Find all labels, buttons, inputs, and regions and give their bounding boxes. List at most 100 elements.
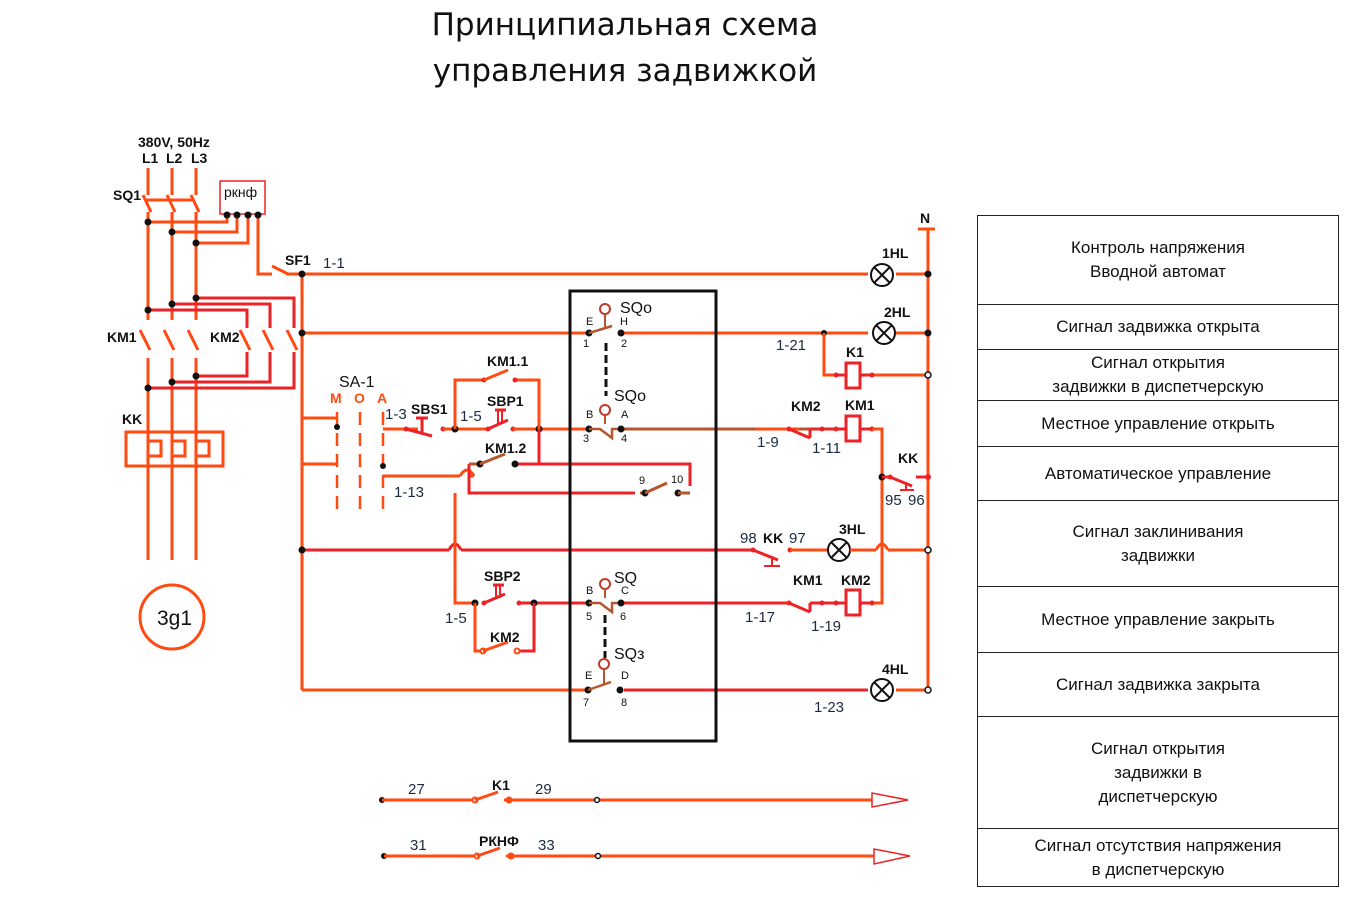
kk-nc-label: KK xyxy=(898,450,918,466)
sa1-selector-switch-icon xyxy=(302,412,386,510)
sq3-label: SQз xyxy=(614,646,644,663)
control-circuit: N 1-1 1HL 1-21 2HL xyxy=(298,210,935,716)
km2-coil-icon xyxy=(844,588,862,617)
legend-row-text: Сигнал заклинивания xyxy=(1072,521,1244,541)
wire-label-1-13: 1-13 xyxy=(394,484,424,501)
sq-close-switch-icon xyxy=(585,578,625,658)
kk-terminal-96: 96 xyxy=(908,492,925,509)
sbp1-start-button-icon xyxy=(485,408,516,432)
legend-row-text: Сигнал отсутствия напряжения xyxy=(1034,835,1282,855)
sqo-bottom-left-letter: B xyxy=(586,409,593,421)
sqo-bottom-switch-icon xyxy=(585,404,625,441)
km2-hold-label: KM2 xyxy=(490,629,520,645)
sq-close-terminal-5: 5 xyxy=(586,611,592,623)
sbs1-stop-button-icon xyxy=(403,416,446,438)
sqo-top-left-letter: E xyxy=(586,316,593,328)
phase-l3-label: L3 xyxy=(191,150,208,166)
kk-terminal-98: 98 xyxy=(740,530,757,547)
legend-row-text: Контроль напряжения xyxy=(1070,238,1245,257)
k1-coil-label: K1 xyxy=(846,344,864,360)
sqo-top-right-letter: H xyxy=(620,316,628,328)
supply-voltage-label: 380V, 50Hz xyxy=(138,134,210,150)
title-line-2: управления задвижкой xyxy=(432,53,818,89)
sqo-top-terminal-1: 1 xyxy=(583,338,589,350)
legend-row-text: задвижки в диспетчерскую xyxy=(1052,377,1264,396)
sq3-terminal-7: 7 xyxy=(583,697,589,709)
km2-main-contacts-icon xyxy=(238,320,299,365)
wire-label-1-9: 1-9 xyxy=(757,434,779,451)
legend-row-text: Сигнал задвижка открыта xyxy=(1056,317,1260,336)
km1-nc-contact-icon xyxy=(786,600,839,614)
sq3-right-letter: D xyxy=(621,670,629,682)
km2-coil-label: KM2 xyxy=(841,572,871,588)
km1-power-label: KM1 xyxy=(107,329,137,345)
sq3-left-letter: E xyxy=(585,670,592,682)
km1-coil-icon xyxy=(844,414,862,443)
km1-2-label: KM1.2 xyxy=(485,440,526,456)
wire-label-1-3: 1-3 xyxy=(385,406,407,423)
lamp-1hl-label: 1HL xyxy=(882,245,909,261)
lamp-3hl-label: 3HL xyxy=(839,521,866,537)
sbs1-label: SBS1 xyxy=(411,401,448,417)
wire-label-29: 29 xyxy=(535,781,552,798)
sbp2-label: SBP2 xyxy=(484,568,521,584)
kk-terminal-97: 97 xyxy=(789,530,806,547)
motor-icon xyxy=(138,583,206,651)
phase-l1-label: L1 xyxy=(142,150,159,166)
km2-hold-contact-icon xyxy=(479,640,521,655)
aux-terminal-9: 9 xyxy=(639,475,645,487)
kk-terminal-95: 95 xyxy=(885,492,902,509)
km1-1-hold-contact-icon xyxy=(481,368,518,383)
aux-terminal-10: 10 xyxy=(671,474,683,486)
kk-no-label: KK xyxy=(763,530,783,546)
km1-1-label: KM1.1 xyxy=(487,353,528,369)
motor-label: 3g1 xyxy=(157,607,192,630)
legend-row-text: Местное управление закрыть xyxy=(1041,609,1275,629)
title-line-1: Принципиальная схема xyxy=(431,7,819,43)
kk-no-contact-icon xyxy=(750,547,793,567)
legend-row-text: диспетчерскую xyxy=(1098,786,1218,806)
sq1-label: SQ1 xyxy=(113,187,141,203)
limit-switch-frame xyxy=(568,289,718,743)
power-circuit: 380V, 50Hz L1 L2 L3 SQ1 ркнф xyxy=(107,134,311,651)
rknf-wiring xyxy=(144,211,272,276)
schematic-title: Принципиальная схема управления задвижко… xyxy=(0,0,1250,94)
sq-close-label: SQ xyxy=(614,570,637,587)
lamp-2hl-icon xyxy=(872,321,896,345)
wire-label-1-19: 1-19 xyxy=(811,618,841,635)
sqo-top-terminal-2: 2 xyxy=(621,338,627,350)
sq-close-right-letter: C xyxy=(621,585,629,597)
limit-switch-block: SQo E H 1 2 SQo B A 3 4 SQ B C 5 6 xyxy=(568,289,718,743)
kk-thermal-label: KK xyxy=(122,411,142,427)
sqo-top-switch-icon xyxy=(585,303,625,396)
legend-row: Местное управление закрыть xyxy=(978,587,1338,653)
sf1-label: SF1 xyxy=(285,252,311,268)
kk-thermal-relay-icon xyxy=(124,430,225,468)
k1-coil-icon xyxy=(844,361,862,390)
lamp-1hl-icon xyxy=(870,263,894,287)
sbp1-label: SBP1 xyxy=(487,393,524,409)
sa1-position-a: A xyxy=(377,390,387,406)
sqo-bottom-right-letter: A xyxy=(621,409,629,421)
sqo-bottom-label: SQo xyxy=(614,388,646,405)
sq3-switch-icon xyxy=(584,658,624,694)
km1-coil-label: KM1 xyxy=(845,397,875,413)
sq3-terminal-8: 8 xyxy=(621,697,627,709)
legend-row-text: Местное управление открыть xyxy=(1041,413,1275,433)
legend-row-text: Вводной автомат xyxy=(1090,262,1226,281)
rknf-relay-box xyxy=(219,180,266,215)
legend-row: Сигнал задвижка открыта xyxy=(978,305,1338,350)
lamp-4hl-icon xyxy=(870,678,894,702)
km2-power-label: KM2 xyxy=(210,329,240,345)
legend-row-text: Сигнал задвижка закрыта xyxy=(1056,674,1260,694)
sqo-bottom-terminal-3: 3 xyxy=(583,433,589,445)
sq-close-terminal-6: 6 xyxy=(620,611,626,623)
phase-l2-label: L2 xyxy=(166,150,183,166)
legend-row-text: задвижки xyxy=(1120,545,1195,565)
km2-nc-label: KM2 xyxy=(791,398,821,414)
legend-row: Местное управление открыть xyxy=(978,401,1338,447)
